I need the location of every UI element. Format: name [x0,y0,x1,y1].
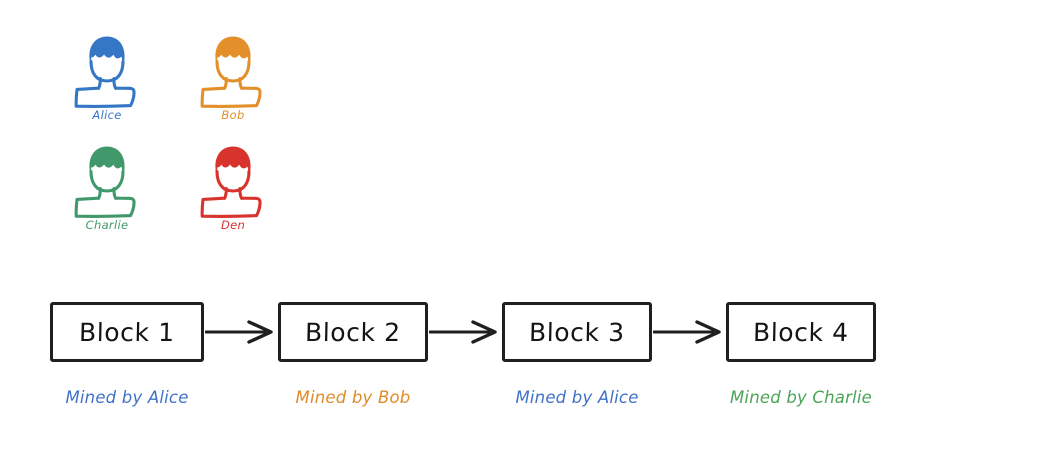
block-caption: Mined by Bob [295,388,411,407]
arrow-right-icon [428,302,502,362]
arrow-right-icon [204,302,278,362]
participant-name-label: Bob [221,108,245,122]
participant-den[interactable]: Den [170,138,296,232]
participant-charlie[interactable]: Charlie [44,138,170,232]
participants-group: Alice Bob [44,28,304,232]
block-caption: Mined by Charlie [729,388,873,407]
block-caption: Mined by Alice [65,388,189,407]
participant-bob[interactable]: Bob [170,28,296,122]
block-node-4: Block 4 Mined by Charlie [726,302,876,407]
participants-row-1: Alice Bob [44,28,304,122]
participant-name-label: Alice [92,108,122,122]
block-node-3: Block 3 Mined by Alice [502,302,652,407]
participant-name-label: Charlie [85,218,129,232]
participants-row-2: Charlie Den [44,138,304,232]
block-2[interactable]: Block 2 [278,302,428,362]
person-avatar-icon [193,138,273,220]
person-avatar-icon [193,28,273,110]
arrow-right-icon [652,302,726,362]
person-avatar-icon [67,28,147,110]
person-avatar-icon [67,138,147,220]
block-node-1: Block 1 Mined by Alice [50,302,204,407]
block-3[interactable]: Block 3 [502,302,652,362]
participant-name-label: Den [220,218,246,232]
block-label: Block 3 [528,317,626,347]
block-label: Block 2 [304,317,402,347]
block-1[interactable]: Block 1 [50,302,204,362]
block-label: Block 4 [752,317,850,347]
participant-alice[interactable]: Alice [44,28,170,122]
block-caption: Mined by Alice [515,388,639,407]
block-4[interactable]: Block 4 [726,302,876,362]
block-node-2: Block 2 Mined by Bob [278,302,428,407]
block-label: Block 1 [78,317,176,347]
blockchain-row: Block 1 Mined by Alice Block 2 Mined by … [50,302,876,407]
